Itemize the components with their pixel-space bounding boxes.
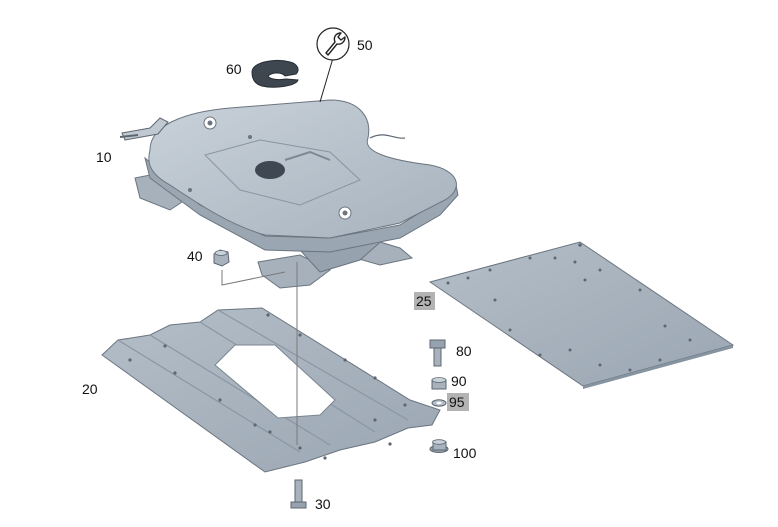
label-90[interactable]: 90 xyxy=(451,373,467,389)
base-plate[interactable] xyxy=(428,241,735,389)
label-30[interactable]: 30 xyxy=(315,496,331,512)
label-50[interactable]: 50 xyxy=(357,37,373,53)
label-95[interactable]: 95 xyxy=(449,394,465,410)
hex-nut-90[interactable] xyxy=(431,377,447,390)
bolt-30[interactable] xyxy=(290,479,307,509)
washer-95[interactable] xyxy=(431,399,447,407)
label-10[interactable]: 10 xyxy=(96,149,112,165)
label-40[interactable]: 40 xyxy=(187,248,203,264)
label-25[interactable]: 25 xyxy=(416,293,432,309)
service-callout xyxy=(319,57,334,103)
fifth-wheel-coupling[interactable] xyxy=(119,99,459,289)
bolt-80[interactable] xyxy=(429,339,446,367)
wrench-icon[interactable] xyxy=(316,27,350,61)
label-60[interactable]: 60 xyxy=(226,61,242,77)
label-20[interactable]: 20 xyxy=(82,381,98,397)
lock-ring[interactable] xyxy=(251,59,299,88)
hex-nut-40[interactable] xyxy=(213,249,230,267)
label-80[interactable]: 80 xyxy=(456,343,472,359)
label-95-highlight xyxy=(447,393,469,411)
label-25-highlight xyxy=(414,292,435,310)
label-100[interactable]: 100 xyxy=(453,445,477,461)
mounting-rail-plate[interactable] xyxy=(101,307,441,473)
fastener-leader-lines xyxy=(221,262,298,445)
flange-nut-100[interactable] xyxy=(429,439,449,453)
